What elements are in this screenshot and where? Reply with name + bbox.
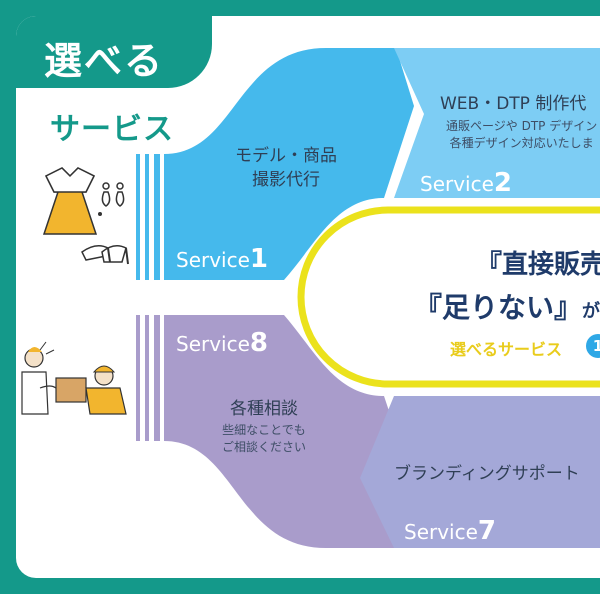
service1-bar [145,154,149,280]
service8-desc-line1: 些細なことでも [222,423,306,437]
service8-label-text: Service [176,332,250,356]
content-panel: 選べる サービス モデル・商品 撮影代行 Service1 WEB・DTP 制作… [16,16,600,578]
service8-number: 8 [249,328,269,358]
service1-title: モデル・商品 撮影代行 [226,144,346,192]
service1-label: Service1 [176,244,268,274]
service2-number: 2 [493,168,513,198]
center-line1: 『直接販売』を [476,250,600,280]
page-title: 選べる [44,39,165,83]
service7-shape[interactable] [360,396,600,548]
service1-label-text: Service [176,248,250,272]
service8-desc: 些細なことでも ご相談ください [216,422,312,456]
center-line2-big: 『足りない』 [414,291,583,324]
service2-desc-line1: 通販ページや DTP デザイン [446,119,598,133]
service1-bar [136,154,140,280]
service2-desc: 通販ページや DTP デザイン 各種デザイン対応いたしま [446,118,597,152]
service2-desc-line2: 各種デザイン対応いたしま [449,136,594,150]
service1-title-line1: モデル・商品 [235,146,337,166]
heels-icon [81,245,129,265]
center-line2: 『足りない』があれば [414,286,600,326]
earrings-icon [98,182,125,216]
service1-title-line2: 撮影代行 [252,170,320,190]
center-line2-small: があれば [582,301,600,322]
service1-number: 1 [249,244,269,274]
service1-shape[interactable] [164,48,414,280]
dress-icon [42,167,98,235]
service7-label: Service7 [404,516,496,546]
service8-bar [136,315,140,441]
service8-title: 各種相談 [230,399,298,419]
center-line3: 選べるサービス [450,340,563,359]
heading-tab: 選べる [16,16,212,88]
center-box [297,206,600,388]
service8-desc-line2: ご相談ください [221,440,306,454]
service2-title: WEB・DTP 制作代 [440,94,587,114]
service2-label-text: Service [420,172,494,196]
service7-title: ブランディングサポート [394,464,580,484]
service2-label: Service2 [420,168,512,198]
service8-shape[interactable] [164,315,414,548]
service8-label: Service8 [176,328,268,358]
service8-bar [145,315,149,441]
center-badge: 1 [586,334,600,358]
service8-bar [154,315,160,441]
service1-bar [154,154,160,280]
service7-number: 7 [477,516,497,546]
service-shapes [21,48,600,548]
service7-label-text: Service [404,520,478,544]
page-subtitle: サービス [50,112,174,147]
delivery-icon [21,341,127,415]
service2-shape[interactable] [394,48,600,198]
